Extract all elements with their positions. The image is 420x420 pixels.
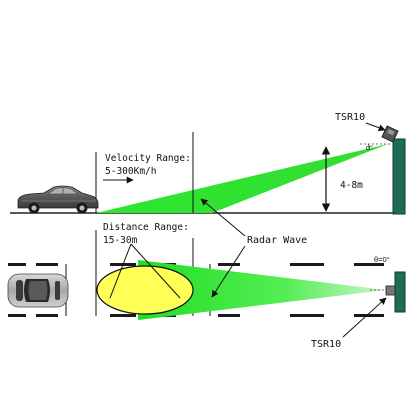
lane-marks-bottom bbox=[8, 314, 384, 317]
side-car bbox=[17, 185, 99, 214]
top-pole bbox=[394, 271, 406, 313]
angle-arc bbox=[367, 143, 371, 149]
radar-wave-arrow-side bbox=[200, 198, 246, 237]
side-view: α° 4-8m TSR10 Velocity Range: 5-300Km/h bbox=[10, 112, 406, 215]
top-car bbox=[7, 273, 69, 308]
angle-top-label: θ=0° bbox=[374, 255, 390, 264]
side-radar-beam bbox=[96, 144, 388, 213]
distance-leader-near bbox=[109, 243, 132, 299]
top-radar-beam bbox=[138, 260, 386, 320]
velocity-range-title: Velocity Range: bbox=[105, 153, 191, 164]
radar-wave-arrow-top bbox=[211, 245, 246, 298]
top-radar-device bbox=[385, 285, 396, 296]
side-radar-device bbox=[381, 125, 399, 143]
angle-side-label: α° bbox=[366, 144, 373, 152]
top-view: Distance Range: 15-30m Radar Wave θ=0° T… bbox=[7, 198, 406, 350]
device-bottom-leader bbox=[342, 297, 387, 338]
distance-range-title: Distance Range: bbox=[103, 222, 189, 233]
radar-wave-label: Radar Wave bbox=[247, 235, 307, 246]
device-top-label: TSR10 bbox=[335, 112, 365, 123]
device-top-leader bbox=[365, 122, 386, 132]
velocity-range-value: 5-300Km/h bbox=[105, 166, 156, 177]
distance-range-value: 15-30m bbox=[103, 235, 138, 246]
lane-marks-top bbox=[8, 263, 384, 266]
detection-zone bbox=[96, 265, 194, 315]
height-label: 4-8m bbox=[340, 180, 363, 191]
distance-leader-far bbox=[130, 243, 181, 299]
device-bottom-label: TSR10 bbox=[311, 339, 341, 350]
side-pole bbox=[392, 138, 406, 215]
